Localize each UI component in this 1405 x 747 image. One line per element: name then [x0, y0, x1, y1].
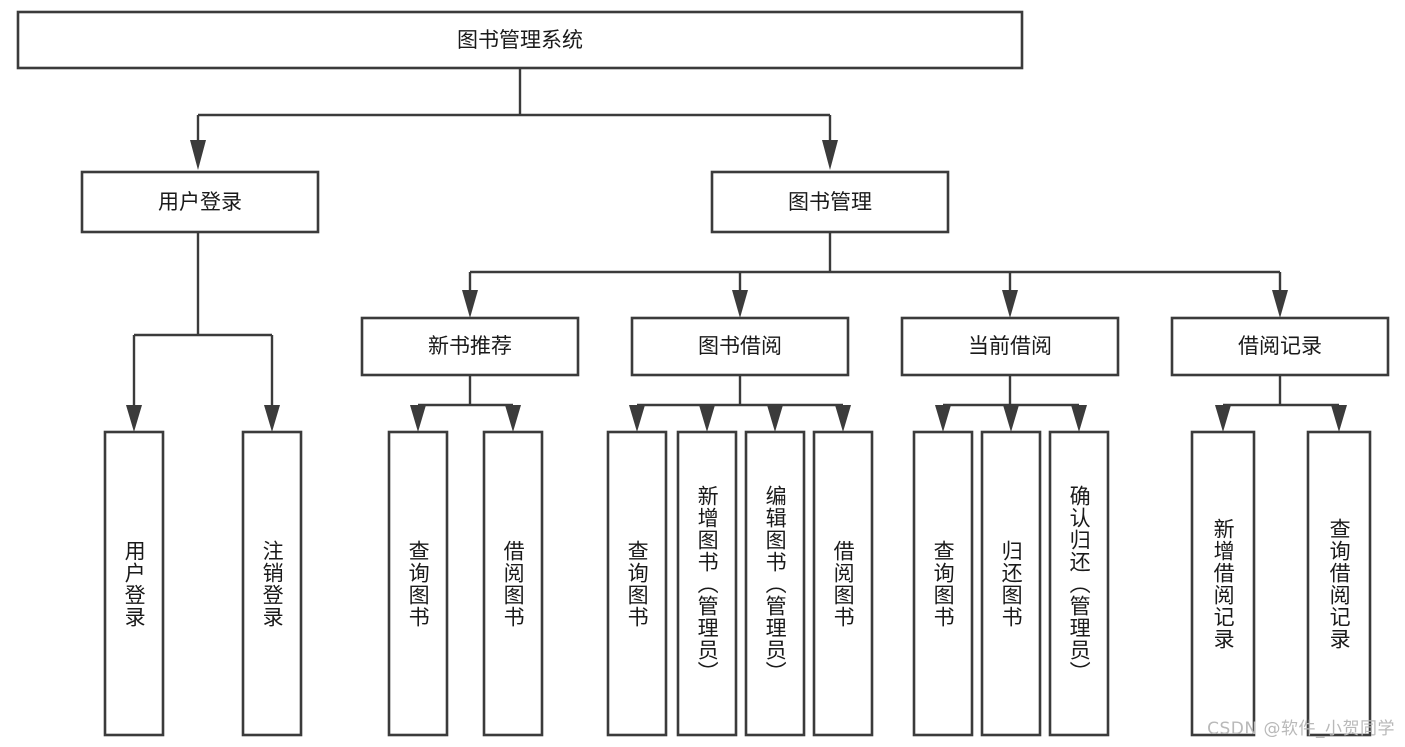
leaf-add-book-box[interactable] — [676, 430, 738, 737]
arrowhead-leaf-user-login — [126, 405, 142, 432]
arrowhead-leaf-return-book — [1003, 405, 1019, 432]
leaf-user-login-label: 用户登录 — [122, 539, 147, 628]
arrowhead-leaf-borrow-book-1 — [505, 405, 521, 432]
node-leaf-borrow-book-1[interactable]: 借阅图书 — [482, 430, 544, 737]
node-leaf-add-record[interactable]: 新增借阅记录 — [1190, 430, 1256, 737]
book-borrow-label: 图书借阅 — [698, 334, 782, 358]
leaf-query-record-label: 查询借阅记录 — [1327, 517, 1352, 650]
node-leaf-edit-book[interactable]: 编辑图书（管理员） — [744, 430, 806, 737]
arrowhead-leaf-borrow-book-2 — [835, 405, 851, 432]
node-leaf-add-book[interactable]: 新增图书（管理员） — [676, 430, 738, 737]
leaf-query-book-1-label: 查询图书 — [406, 539, 431, 628]
borrow-record-label: 借阅记录 — [1238, 334, 1322, 358]
leaf-borrow-book-1-label: 借阅图书 — [501, 539, 526, 628]
arrowhead-leaf-logout-login — [264, 405, 280, 432]
arrowhead-leaf-confirm-return — [1071, 405, 1087, 432]
node-user-login[interactable]: 用户登录 — [80, 170, 320, 234]
node-leaf-user-login[interactable]: 用户登录 — [103, 430, 165, 737]
arrowhead-current-borrow — [1002, 290, 1018, 318]
node-current-borrow[interactable]: 当前借阅 — [900, 316, 1120, 377]
leaf-query-book-3-label: 查询图书 — [931, 539, 956, 628]
current-borrow-label: 当前借阅 — [968, 334, 1052, 358]
borrow-record-box[interactable] — [1170, 316, 1390, 377]
node-leaf-logout-login[interactable]: 注销登录 — [241, 430, 303, 737]
leaf-add-record-box[interactable] — [1190, 430, 1256, 737]
watermark-text: CSDN @软件_小贺同学 — [1207, 719, 1395, 739]
node-leaf-return-book[interactable]: 归还图书 — [980, 430, 1042, 737]
leaf-add-book-label: 新增图书（管理员） — [695, 484, 720, 683]
current-borrow-box[interactable] — [900, 316, 1120, 377]
book-manage-box[interactable] — [710, 170, 950, 234]
root-label: 图书管理系统 — [457, 28, 583, 52]
arrowhead-book-borrow — [732, 290, 748, 318]
book-manage-label: 图书管理 — [788, 190, 872, 214]
leaf-borrow-book-2-label: 借阅图书 — [831, 539, 856, 628]
new-book-recommend-label: 新书推荐 — [428, 334, 512, 358]
leaf-query-book-2-label: 查询图书 — [625, 539, 650, 628]
leaf-logout-login-box[interactable] — [241, 430, 303, 737]
node-leaf-query-record[interactable]: 查询借阅记录 — [1306, 430, 1372, 737]
user-login-label: 用户登录 — [158, 190, 242, 214]
leaf-return-book-box[interactable] — [980, 430, 1042, 737]
node-borrow-record[interactable]: 借阅记录 — [1170, 316, 1390, 377]
node-book-manage[interactable]: 图书管理 — [710, 170, 950, 234]
user-login-box[interactable] — [80, 170, 320, 234]
leaf-query-book-1-box[interactable] — [387, 430, 449, 737]
node-leaf-query-book-3[interactable]: 查询图书 — [912, 430, 974, 737]
arrowhead-book-manage — [822, 140, 838, 170]
leaf-confirm-return-box[interactable] — [1048, 430, 1110, 737]
leaf-query-book-3-box[interactable] — [912, 430, 974, 737]
arrowhead-leaf-add-record — [1215, 405, 1231, 432]
leaf-user-login-box[interactable] — [103, 430, 165, 737]
arrowhead-leaf-edit-book — [767, 405, 783, 432]
leaf-logout-login-label: 注销登录 — [260, 539, 285, 628]
arrowhead-leaf-query-record — [1331, 405, 1347, 432]
new-book-recommend-box[interactable] — [360, 316, 580, 377]
node-leaf-confirm-return[interactable]: 确认归还（管理员） — [1048, 430, 1110, 737]
leaf-query-book-2-box[interactable] — [606, 430, 668, 737]
leaf-return-book-label: 归还图书 — [999, 539, 1024, 628]
node-root[interactable]: 图书管理系统 — [16, 10, 1024, 70]
leaf-borrow-book-1-box[interactable] — [482, 430, 544, 737]
arrowhead-leaf-add-book — [699, 405, 715, 432]
book-borrow-box[interactable] — [630, 316, 850, 377]
arrowhead-new-book-recommend — [462, 290, 478, 318]
leaf-confirm-return-label: 确认归还（管理员） — [1067, 484, 1092, 683]
node-leaf-query-book-1[interactable]: 查询图书 — [387, 430, 449, 737]
arrowhead-borrow-record — [1272, 290, 1288, 318]
leaf-borrow-book-2-box[interactable] — [812, 430, 874, 737]
arrowhead-leaf-query-book-2 — [629, 405, 645, 432]
arrowhead-user-login — [190, 140, 206, 170]
node-leaf-query-book-2[interactable]: 查询图书 — [606, 430, 668, 737]
leaf-query-record-box[interactable] — [1306, 430, 1372, 737]
arrowhead-leaf-query-book-3 — [935, 405, 951, 432]
leaf-edit-book-label: 编辑图书（管理员） — [763, 484, 788, 683]
root-box[interactable] — [16, 10, 1024, 70]
node-book-borrow[interactable]: 图书借阅 — [630, 316, 850, 377]
leaf-edit-book-box[interactable] — [744, 430, 806, 737]
node-new-book-recommend[interactable]: 新书推荐 — [360, 316, 580, 377]
edges-layer — [126, 68, 1347, 432]
node-leaf-borrow-book-2[interactable]: 借阅图书 — [812, 430, 874, 737]
leaf-add-record-label: 新增借阅记录 — [1211, 517, 1236, 650]
arrowhead-leaf-query-book-1 — [410, 405, 426, 432]
